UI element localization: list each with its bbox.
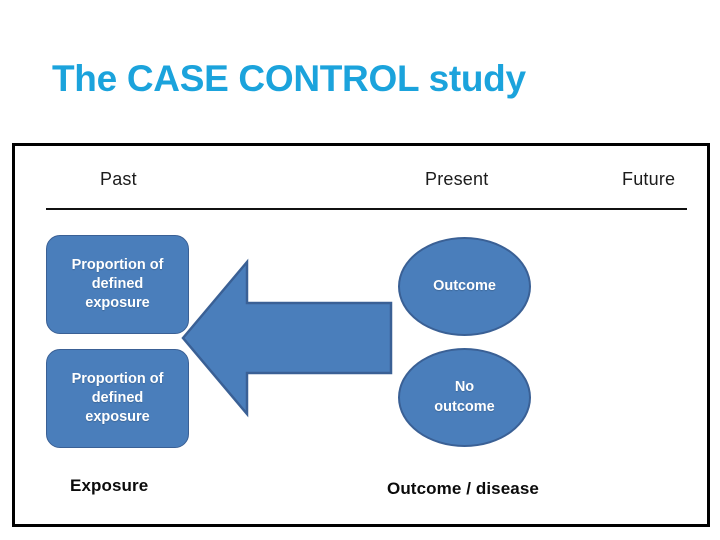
exposure-box-bottom: Proportion of defined exposure [46,349,189,448]
exposure-box-top: Proportion of defined exposure [46,235,189,334]
no-outcome-ellipse-text: No outcome [434,378,494,416]
caption-exposure: Exposure [70,476,149,495]
timeline-label-future: Future [622,169,676,189]
outcome-ellipse: Outcome [398,237,531,336]
timeline-divider [46,208,687,210]
left-block-arrow-icon [181,258,393,418]
no-outcome-ellipse-line1: No [454,379,475,396]
exposure-box-bottom-line2: defined [91,389,144,406]
no-outcome-ellipse: No outcome [398,348,531,447]
exposure-box-top-line2: defined [91,275,144,292]
exposure-box-top-text: Proportion of defined exposure [72,256,164,313]
outcome-ellipse-text: Outcome [433,277,496,296]
outcome-ellipse-line1: Outcome [433,277,496,294]
exposure-box-top-line3: exposure [85,295,150,312]
timeline-label-present: Present [425,169,489,189]
caption-outcome-disease: Outcome / disease [387,479,539,498]
exposure-box-top-line1: Proportion of [71,256,164,273]
exposure-box-bottom-line1: Proportion of [71,370,164,387]
exposure-box-bottom-line3: exposure [85,409,150,426]
case-control-diagram: Past Present Future Proportion of define… [12,143,710,527]
timeline-label-past: Past [100,169,137,189]
no-outcome-ellipse-line2: outcome [434,398,495,415]
slide-title: The CASE CONTROL study [52,58,526,99]
exposure-box-bottom-text: Proportion of defined exposure [72,370,164,427]
